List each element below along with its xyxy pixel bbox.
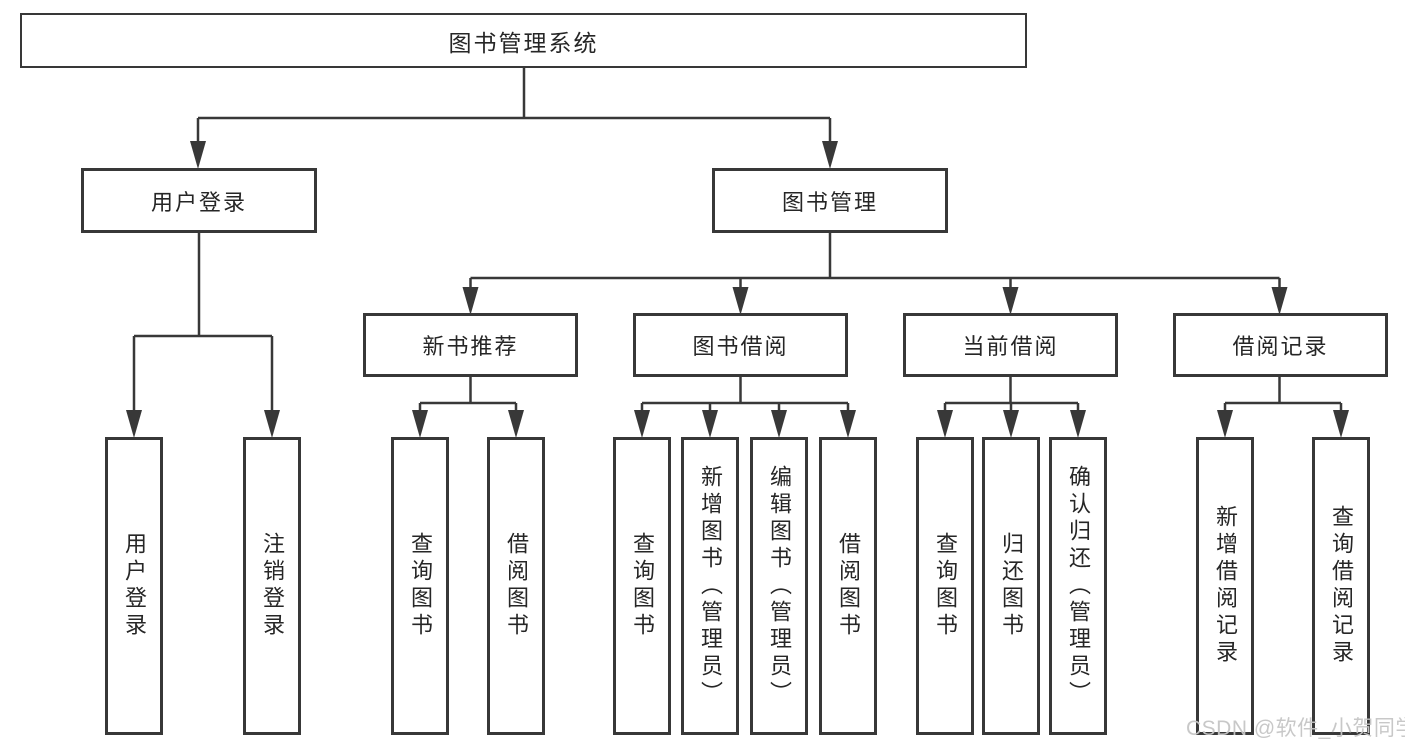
connector-userlogin-to-leaves: [132, 233, 274, 415]
leaf-label: 注销登录: [260, 532, 285, 640]
leaf-borrow-books: 借阅图书: [819, 437, 877, 735]
leaf-query-books-current: 查询图书: [916, 437, 974, 735]
node-label: 图书借阅: [692, 334, 789, 359]
leaf-label: 查询图书: [630, 532, 655, 640]
node-label: 当前借阅: [962, 334, 1059, 359]
leaf-label: 用户登录: [122, 532, 147, 640]
leaf-label: 编辑图书（管理员）: [767, 464, 792, 708]
node-book-borrowing: 图书借阅: [633, 313, 848, 377]
connector-currentborrow-to-leaves: [943, 377, 1080, 415]
node-library-management-system: 图书管理系统: [20, 13, 1027, 68]
leaf-label: 查询借阅记录: [1329, 505, 1354, 667]
leaf-label: 确认归还（管理员）: [1066, 464, 1091, 708]
node-book-management: 图书管理: [712, 168, 948, 233]
node-user-login: 用户登录: [81, 168, 317, 233]
node-current-borrowing: 当前借阅: [903, 313, 1118, 377]
leaf-add-book-admin: 新增图书（管理员）: [681, 437, 739, 735]
node-new-book-recommendation: 新书推荐: [363, 313, 578, 377]
connector-bookmgmt-to-level3: [469, 233, 1281, 292]
leaf-user-login: 用户登录: [105, 437, 163, 735]
leaf-query-books-borrow: 查询图书: [613, 437, 671, 735]
csdn-watermark: CSDN @软件_小贺同学: [1186, 717, 1405, 740]
leaf-label: 查询图书: [408, 532, 433, 640]
leaf-label: 借阅图书: [504, 532, 529, 640]
node-label: 借阅记录: [1232, 334, 1329, 359]
leaf-borrow-books-recommend: 借阅图书: [487, 437, 545, 735]
connector-bookborrow-to-leaves: [640, 377, 850, 415]
leaf-logout: 注销登录: [243, 437, 301, 735]
node-label: 图书管理: [781, 189, 878, 215]
leaf-edit-book-admin: 编辑图书（管理员）: [750, 437, 808, 735]
leaf-confirm-return-admin: 确认归还（管理员）: [1049, 437, 1107, 735]
node-label: 新书推荐: [422, 334, 519, 359]
leaf-return-book: 归还图书: [982, 437, 1040, 735]
leaf-query-borrow-record: 查询借阅记录: [1312, 437, 1370, 735]
leaf-query-books-recommend: 查询图书: [391, 437, 449, 735]
connector-records-to-leaves: [1223, 377, 1343, 415]
node-label: 图书管理系统: [448, 29, 599, 56]
leaf-label: 借阅图书: [836, 532, 861, 640]
connector-newbook-to-leaves: [418, 377, 518, 415]
leaf-label: 新增图书（管理员）: [698, 464, 723, 708]
leaf-label: 新增借阅记录: [1213, 505, 1238, 667]
node-label: 用户登录: [150, 189, 247, 215]
connector-root-to-level2: [196, 68, 832, 146]
arrowheads: [126, 141, 1349, 438]
leaf-label: 查询图书: [933, 532, 958, 640]
leaf-add-borrow-record: 新增借阅记录: [1196, 437, 1254, 735]
node-borrowing-records: 借阅记录: [1173, 313, 1388, 377]
leaf-label: 归还图书: [999, 532, 1024, 640]
